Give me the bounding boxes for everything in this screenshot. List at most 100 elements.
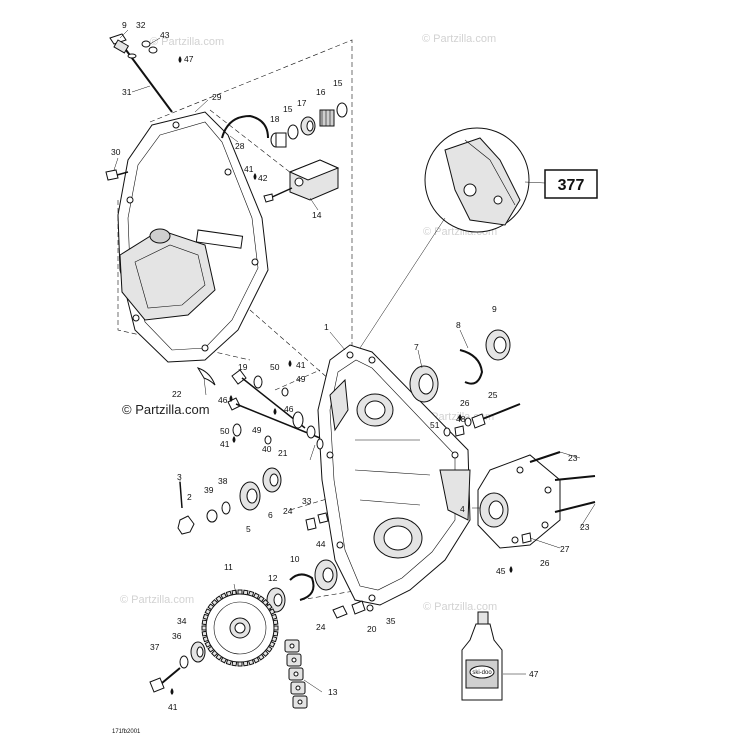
callout: 50 (220, 426, 230, 436)
callout: 9 (492, 304, 497, 314)
lubricant-drop-icons (170, 56, 513, 695)
callout: 45 (496, 566, 506, 576)
callout: 28 (235, 141, 245, 151)
callout: 50 (270, 362, 280, 372)
drive-chain[interactable] (284, 639, 308, 709)
callout: 8 (456, 320, 461, 330)
leader-lines (113, 29, 596, 693)
callout: 32 (136, 20, 146, 30)
callout: 19 (238, 362, 248, 372)
callout: 31 (122, 87, 132, 97)
detail-inset: 377 (359, 127, 598, 349)
callout: 37 (150, 642, 160, 652)
tensioner-bearing-stack[interactable] (270, 102, 348, 148)
callout: 36 (172, 631, 182, 641)
callout: 49 (296, 374, 306, 384)
lower-nuts[interactable] (332, 600, 374, 619)
lower-bearing-set[interactable] (266, 559, 338, 613)
callout: 24 (283, 506, 293, 516)
callout: 25 (488, 390, 498, 400)
retaining-ring[interactable] (221, 114, 269, 139)
callout: 35 (386, 616, 396, 626)
callout: 15 (333, 78, 343, 88)
callout: 29 (212, 92, 222, 102)
callout: 5 (246, 524, 251, 534)
callout: 41 (220, 439, 230, 449)
callout: 42 (258, 173, 268, 183)
callout: 51 (430, 420, 440, 430)
callout: 17 (297, 98, 307, 108)
reference-number: 377 (558, 177, 585, 194)
cover-bolt[interactable] (105, 169, 129, 181)
long-bolts[interactable] (227, 369, 321, 439)
drop-icon (178, 56, 182, 63)
callout: 12 (268, 573, 278, 583)
lower-sprocket[interactable] (201, 589, 279, 667)
upper-sprocket-set[interactable] (177, 467, 282, 535)
callout: 14 (312, 210, 322, 220)
chaincase-cover[interactable] (117, 111, 269, 363)
middle-nuts[interactable] (305, 512, 329, 531)
callout: 49 (252, 425, 262, 435)
drop-icon (273, 408, 277, 415)
dipstick-assembly[interactable] (109, 33, 173, 113)
watermark-text: © Partzilla.com (423, 601, 497, 613)
watermark-text: © Partzilla.com (150, 36, 224, 48)
callout: 26 (540, 558, 550, 568)
callout: 24 (316, 622, 326, 632)
callout: 3 (177, 472, 182, 482)
drop-icon (170, 688, 174, 695)
reference-box (544, 169, 598, 199)
callout: 33 (302, 496, 312, 506)
callout: 26 (460, 398, 470, 408)
drawing-code: 171fb2001 (112, 729, 141, 735)
sprocket-hardware[interactable] (149, 641, 206, 693)
callout: 10 (290, 554, 300, 564)
callout: 47 (184, 54, 194, 64)
callout: 41 (296, 360, 306, 370)
callout: 1 (324, 322, 329, 332)
upper-side-hardware[interactable] (443, 403, 521, 437)
drop-icon (509, 566, 513, 573)
callout: 39 (204, 485, 214, 495)
oil-bottle[interactable]: ski-doo (461, 611, 503, 701)
callout: 46 (284, 404, 294, 414)
callout: 30 (111, 147, 121, 157)
callout: 43 (160, 30, 170, 40)
callout: 4 (460, 504, 465, 514)
watermark-text: © Partzilla.com (422, 33, 496, 45)
callout: 11 (224, 562, 233, 572)
callout: 27 (560, 544, 570, 554)
cotter-pin[interactable] (196, 367, 216, 386)
callout: 41 (244, 164, 254, 174)
callout: 20 (367, 624, 377, 634)
drop-icon (229, 395, 233, 402)
callout: 23 (568, 453, 578, 463)
callout: 38 (218, 476, 228, 486)
callout: 34 (177, 616, 187, 626)
washers-spacers[interactable] (232, 375, 324, 450)
callout: 44 (316, 539, 326, 549)
callout: 9 (122, 20, 127, 30)
callout: 13 (328, 687, 338, 697)
callout: 48 (456, 414, 466, 424)
chaincase-housing[interactable] (317, 344, 471, 606)
bottle-label: ski-doo (472, 670, 492, 676)
drop-icon (232, 436, 236, 443)
callout: 7 (414, 342, 419, 352)
callout: 46 (218, 395, 228, 405)
callout: 41 (168, 702, 178, 712)
callout: 22 (172, 389, 182, 399)
callout-numbers: 9 32 43 47 31 29 30 28 18 15 17 16 15 41… (111, 20, 590, 712)
drop-icon (288, 360, 292, 367)
callout: 16 (316, 87, 326, 97)
tensioner-block[interactable] (263, 159, 340, 203)
callout: 21 (278, 448, 288, 458)
callout: 6 (268, 510, 273, 520)
callout: 47 (529, 669, 539, 679)
bearing-cover-plate[interactable] (477, 451, 596, 549)
copyright-watermark: © Partzilla.com (122, 402, 210, 417)
upper-bearing-set[interactable] (409, 329, 511, 403)
callout: 15 (283, 104, 293, 114)
